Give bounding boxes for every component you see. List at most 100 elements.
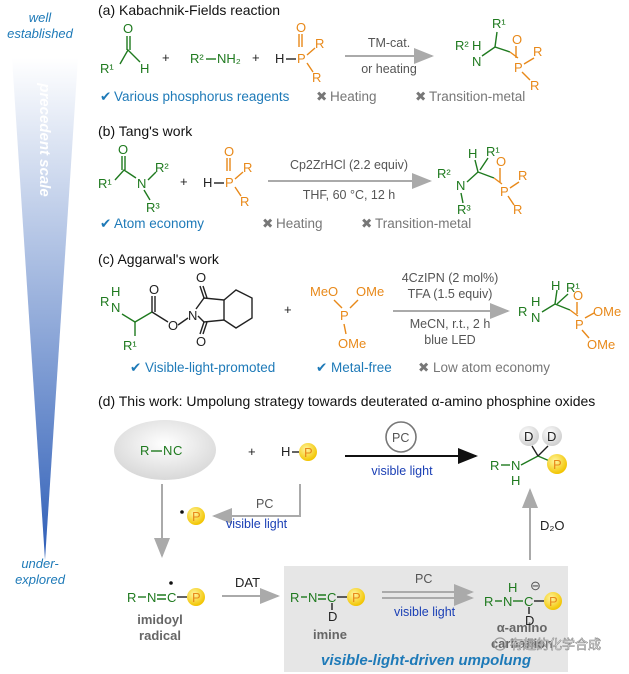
atom-p: P (340, 308, 349, 323)
tag-bad: Transition-metal (375, 216, 471, 231)
atom-o: O (512, 32, 522, 47)
condition-1: 4CzIPN (2 mol%) (402, 271, 499, 285)
atom-r2: R² (455, 38, 469, 53)
plus-sign: + (284, 302, 292, 317)
section-d: (d) This work: Umpolung strategy towards… (98, 393, 595, 672)
check-icon: ✔ (100, 216, 111, 231)
cross-icon: ✖ (418, 360, 429, 375)
atom-ome: OMe (593, 304, 621, 319)
atom-o: O (168, 318, 178, 333)
atom-meo: MeO (310, 284, 338, 299)
phosphorus-ball-icon (299, 443, 317, 461)
watermark-text: 有趣的化学合成 (510, 637, 601, 652)
atom-n: N (163, 443, 172, 458)
product-b: R² N H R¹ R³ P O R R (437, 144, 527, 217)
visible-light-label: visible light (226, 517, 288, 531)
umpolung-banner: visible-light-driven umpolung (321, 652, 531, 669)
scale-axis-label: precedent scale (36, 82, 53, 196)
tag-bad: Low atom economy (433, 360, 550, 375)
precedent-scale: well established precedent scale under- … (7, 10, 78, 587)
atom-r1: R¹ (123, 338, 137, 353)
phosphorus-radical-icon (187, 507, 205, 525)
phosphorus-reagent: H P O R R (275, 20, 324, 85)
atom-r: R (312, 70, 321, 85)
atom-h: H (472, 38, 481, 53)
atom-n: N (147, 590, 156, 605)
section-b-heading: (b) Tang's work (98, 123, 193, 139)
scale-bottom-label-2: explored (15, 572, 66, 587)
section-a: (a) Kabachnik-Fields reaction O R¹ H + R… (98, 2, 542, 104)
phosphorus-reagent: H P O R R (203, 144, 252, 209)
scale-wedge (12, 58, 78, 560)
atom-d: D (525, 613, 534, 628)
imine-label: imine (313, 627, 347, 642)
atom-n: N (531, 310, 540, 325)
phosphorus-ball-icon (544, 592, 562, 610)
atom-r: R (240, 194, 249, 209)
pc-label: PC (415, 572, 432, 586)
tag-good: Atom economy (114, 216, 204, 231)
cross-icon: ✖ (361, 216, 372, 231)
atom-r: R (518, 304, 527, 319)
atom-r1: R¹ (100, 61, 114, 76)
atom-o: O (196, 270, 206, 285)
atom-o: O (573, 288, 583, 303)
atom-r: R (243, 160, 252, 175)
check-icon: ✔ (316, 360, 327, 375)
catalytic-cycle-icon (385, 421, 417, 453)
atom-r: R (100, 294, 109, 309)
atom-h: H (140, 61, 149, 76)
atom-o: O (196, 334, 206, 349)
atom-o: O (224, 144, 234, 159)
atom-n: N (511, 458, 520, 473)
atom-d: D (547, 429, 556, 444)
visible-light-label: visible light (394, 605, 456, 619)
atom-c: C (524, 594, 533, 609)
section-c-heading: (c) Aggarwal's work (98, 251, 220, 267)
isocyanide-ellipse (114, 420, 216, 480)
radical-formation-arrow (212, 484, 301, 524)
atom-r1: R¹ (98, 176, 112, 191)
tag-good: Metal-free (331, 360, 392, 375)
d2o-label: D₂O (540, 518, 565, 533)
tag-bad: Heating (330, 89, 377, 104)
watermark: 有趣的化学合成 (493, 637, 601, 652)
condition-2: TFA (1.5 equiv) (408, 287, 493, 301)
negative-charge-icon: ⊖ (530, 578, 541, 593)
trimethyl-phosphite: MeO P OMe OMe (310, 284, 384, 351)
atom-d: D (524, 429, 533, 444)
scale-bottom-label-1: under- (21, 556, 59, 571)
atom-p: P (192, 509, 201, 524)
tag-bad: Transition-metal (429, 89, 525, 104)
atom-ome: OMe (587, 337, 615, 352)
plus-sign: + (180, 174, 188, 189)
condition-3: MeCN, r.t., 2 h (410, 317, 491, 331)
amide: O R¹ N R² R³ (98, 142, 169, 215)
condition-bottom: THF, 60 °C, 12 h (303, 188, 396, 202)
plus-sign: + (252, 50, 260, 65)
tag-good: Various phosphorus reagents (114, 89, 290, 104)
atom-h: H (468, 146, 477, 161)
atom-h: H (531, 294, 540, 309)
visible-light-label: visible light (371, 464, 433, 478)
atom-r2: R² (155, 160, 169, 175)
atom-n: N (456, 178, 465, 193)
product-c: R H N H R¹ P O OMe OMe (518, 278, 621, 352)
atom-n: N (308, 590, 317, 605)
atom-p: P (304, 445, 313, 460)
atom-r: R (490, 458, 499, 473)
nhpi-ester: R H N R¹ O O N O O (100, 270, 253, 353)
deuterium-ball-icon (519, 426, 539, 446)
umpolung-box (284, 566, 568, 672)
atom-n: N (472, 54, 481, 69)
section-d-heading: (d) This work: Umpolung strategy towards… (98, 393, 595, 409)
atom-n: N (137, 176, 146, 191)
tag-bad: Heating (276, 216, 323, 231)
atom-nh2: NH₂ (217, 51, 241, 66)
atom-p: P (549, 594, 558, 609)
product-d: D D R N H P (490, 426, 567, 488)
atom-p: P (192, 590, 201, 605)
radical-label: radical (139, 628, 181, 643)
carbanion-label-2: carbanion (491, 636, 553, 651)
